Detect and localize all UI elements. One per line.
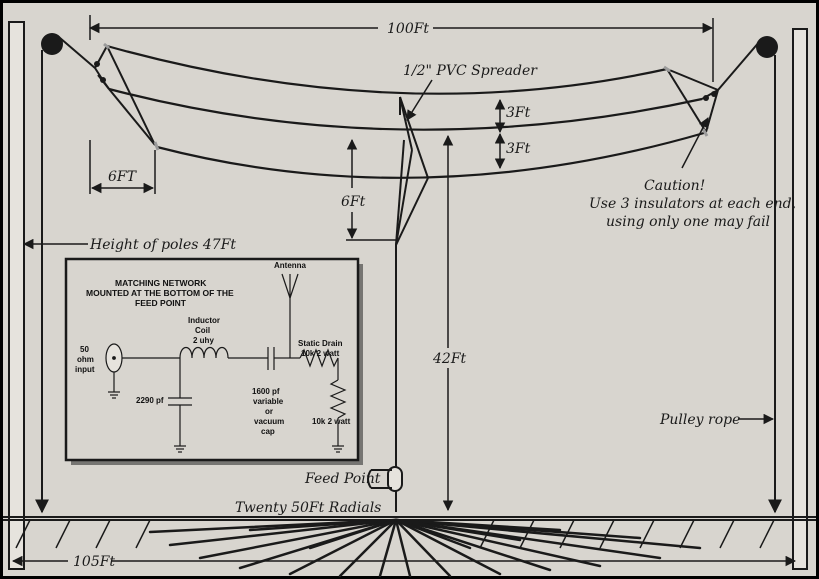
right-support-rope [717,40,761,91]
ground-radials [148,518,702,578]
left-pulley-icon [41,33,63,55]
feed-point-connector [367,466,403,492]
pulley-rope-label: Pulley rope [659,412,740,428]
gap-top-label: 3Ft [506,105,531,121]
caution-line-1: Caution! [644,178,705,194]
dimension-arrows [11,15,797,567]
series-cap-label-3: or [265,407,273,416]
network-title-1: MATCHING NETWORK [115,278,207,288]
input-label-2: ohm [77,355,94,364]
right-pulley-icon [756,36,778,58]
left-pole [8,21,25,570]
shunt-cap-label: 2290 pf [136,396,164,405]
inductor-label-3: 2 uhy [193,336,214,345]
inductor-coil-icon [179,346,229,359]
pole-height-label: Height of poles 47Ft [89,237,236,253]
caution-line-3: using only one may fail [606,214,770,230]
left-insulators [94,42,160,151]
pole-spacing-label: 105Ft [73,554,115,570]
center-spreader [395,96,429,246]
series-cap-label-1: 1600 pf [252,387,280,396]
matching-circuit [105,343,347,453]
series-cap-label-5: cap [261,427,275,436]
span-label: 100Ft [387,21,429,37]
series-cap-label-4: vacuum [254,417,284,426]
resistor-icon [329,379,347,419]
resistor-label: 10k 2 watt [312,417,351,426]
inductor-label-2: Coil [195,326,210,335]
static-drain-label-1: Static Drain [298,339,343,348]
input-label-1: 50 [80,345,89,354]
inductor-label-1: Inductor [188,316,220,325]
feed-point-label: Feed Point [304,471,381,487]
static-drain-label-2: 10k 2 watt [301,349,340,358]
matching-network-box: MATCHING NETWORK MOUNTED AT THE BOTTOM O… [64,257,363,465]
end-width-label: 6FT [108,169,138,185]
left-support-rope [59,37,96,69]
radials-label: Twenty 50Ft Radials [235,500,381,516]
static-drain-resistor-icon [299,348,339,368]
right-pole [792,28,808,570]
drop-label: 6Ft [341,194,366,210]
network-title-3: FEED POINT [135,298,187,308]
wire-middle [108,87,703,131]
caution-line-2: Use 3 insulators at each end, [589,196,796,212]
series-cap-label-2: variable [253,397,284,406]
wire-top [106,44,668,95]
network-title-2: MOUNTED AT THE BOTTOM OF THE [86,288,234,298]
gap-bottom-label: 3Ft [506,141,531,157]
right-insulators [663,65,717,137]
dipole-wires [106,44,705,179]
spreader-label: 1/2" PVC Spreader [403,63,538,79]
feed-height-label: 42Ft [432,351,467,367]
antenna-label: Antenna [274,261,307,270]
wire-bottom [156,131,705,179]
antenna-icon [281,273,299,346]
input-label-3: input [75,365,95,374]
